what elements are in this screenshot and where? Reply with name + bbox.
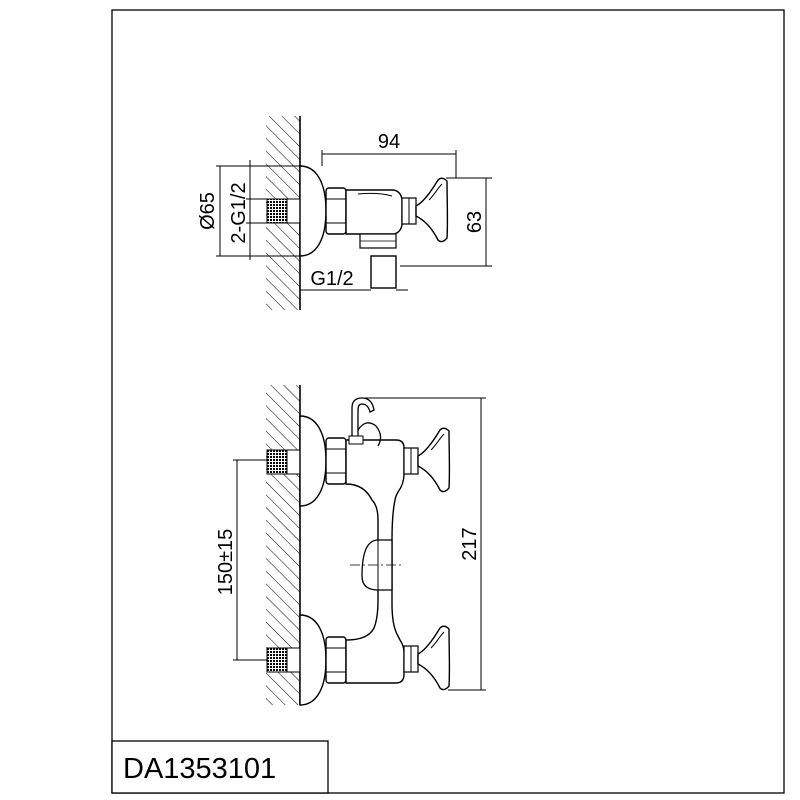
bottom-inlet-connector — [266, 647, 288, 673]
valve-body — [345, 189, 403, 235]
shower-hook — [351, 397, 375, 441]
connector-nut — [325, 187, 347, 235]
model-code: DA1353101 — [123, 753, 276, 785]
front-view: 150±15 217 — [215, 385, 486, 706]
outlet-thread — [370, 255, 397, 289]
escutcheon-flange — [299, 165, 327, 257]
dim-width: 94 — [378, 131, 400, 153]
inlet-connector — [266, 198, 288, 224]
drawing-frame — [111, 9, 785, 794]
top-escutcheon — [299, 415, 327, 507]
top-handle — [417, 427, 451, 493]
dim-inlet-thread: 2-G1/2 — [228, 182, 250, 243]
dim-height: 63 — [464, 211, 486, 233]
dim-center-spacing: 150±15 — [215, 529, 237, 596]
bottom-escutcheon — [299, 614, 327, 706]
model-code-box — [111, 740, 329, 794]
side-view: 94 63 Ø65 2-G1/2 G1/2 — [197, 116, 492, 310]
top-inlet-connector — [266, 449, 288, 475]
dim-diameter: Ø65 — [197, 192, 219, 230]
dim-total-height: 217 — [459, 527, 481, 560]
dim-outlet-thread: G1/2 — [310, 268, 353, 290]
handle — [415, 177, 449, 243]
bottom-handle — [417, 625, 451, 691]
inlet-nipple — [286, 198, 301, 224]
